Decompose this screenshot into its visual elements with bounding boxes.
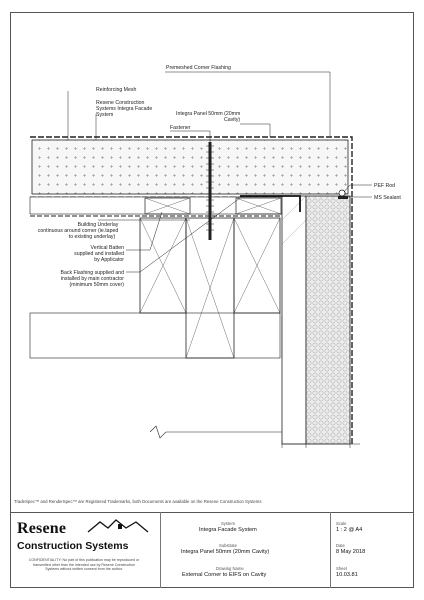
ms-sealant [338, 196, 348, 199]
label-underlay-3: to existing underlay) [69, 234, 116, 240]
label-batten-3: by Applicator [94, 257, 124, 263]
label-backflash-2: installed by main contractor [61, 276, 124, 282]
substrate-value: Integra Panel 50mm (20mm Cavity) [181, 549, 270, 555]
framing-plate [29, 312, 281, 359]
date-caption: Date [336, 543, 345, 548]
label-underlay-1: Building Underlay [78, 222, 119, 228]
sheet-caption: Sheet [336, 566, 347, 571]
label-pef-rod: PEF Rod [374, 183, 395, 189]
label-batten-1: Vertical Batten [91, 245, 125, 251]
date-value: 8 May 2018 [336, 549, 366, 555]
label-resene-system-2: Systems Integra Facade [96, 106, 152, 112]
label-resene-system-3: System [96, 112, 113, 118]
eifs-panel [305, 195, 351, 445]
integra-panel [31, 139, 349, 195]
system-value: Integra Facade System [199, 527, 257, 533]
title-block-separator-1 [160, 512, 161, 588]
batten-2 [235, 197, 282, 215]
label-underlay-2: continuous around corner (ie.taped [38, 228, 119, 234]
label-premeshed-corner-flashing: Premeshed Corner Flashing [166, 65, 231, 71]
corner-flashing [30, 136, 353, 198]
trademark-note: TradeSpec™ and RenderSpec™ are Registere… [14, 499, 262, 504]
system-caption: System [221, 521, 235, 526]
sheet-border [10, 12, 414, 588]
resene-logo-subtitle: Construction Systems [17, 540, 129, 552]
title-block-divider [10, 512, 414, 513]
label-resene-system-1: Resene Construction [96, 100, 145, 106]
label-backflash-1: Back Flashing supplied and [61, 270, 125, 276]
label-backflash-3: (minimum 50mm cover) [70, 282, 125, 288]
resene-logo-wordmark: Resene [17, 520, 67, 537]
back-flashing [240, 195, 301, 212]
drawing-name-value: External Corner to EIFS on Cavity [182, 572, 267, 578]
batten-1 [144, 197, 191, 215]
confidentiality-note: CONFIDENTIALITY: No part of this publica… [28, 558, 140, 572]
label-ms-sealant: MS Sealant [374, 195, 401, 201]
label-reinforcing-mesh: Reinforcing Mesh [96, 87, 136, 93]
scale-value: 1 : 2 @ A4 [336, 527, 363, 533]
dimension-line [281, 440, 360, 448]
label-batten-2: supplied and installed [74, 251, 124, 257]
sheet-value: 10.03.81 [336, 572, 358, 578]
scale-caption: Scale [336, 521, 347, 526]
label-integra-panel-2: Cavity) [224, 117, 240, 123]
label-integra-panel-1: Integra Panel 50mm (20mm [176, 111, 240, 117]
title-block-separator-2 [330, 512, 331, 588]
substrate-caption: Substrate [219, 543, 237, 548]
label-fastener: Fastener [170, 125, 191, 131]
drawing-name-caption: Drawing Name [216, 566, 244, 571]
